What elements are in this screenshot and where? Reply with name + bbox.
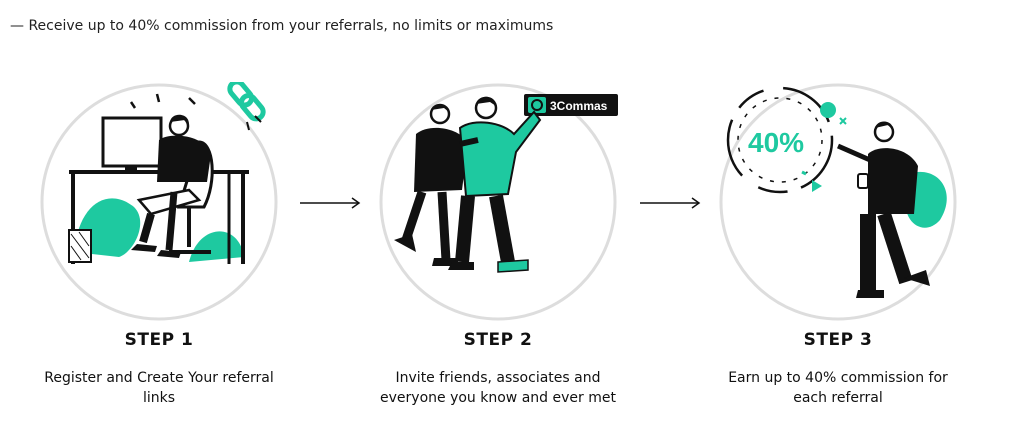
step-2-illustration: 3Commas: [378, 82, 618, 322]
step-3-illustration: 40%: [718, 82, 958, 322]
step-2-description: Invite friends, associates and everyone …: [380, 370, 616, 406]
step-1-description: Register and Create Your referral links: [44, 370, 274, 406]
arrow-right-icon: [300, 197, 361, 209]
step-1-title: STEP 1: [124, 330, 194, 350]
step-3-description: Earn up to 40% commission for each refer…: [728, 370, 948, 406]
step-3-title: STEP 3: [803, 330, 873, 350]
arrow-right-icon: [640, 197, 701, 209]
badge-40-percent: 40%: [748, 127, 804, 158]
step-1-illustration: [39, 82, 279, 322]
tagline: — Receive up to 40% commission from your…: [10, 18, 554, 34]
step-2-title: STEP 2: [463, 330, 533, 350]
badge-3commas: 3Commas: [550, 99, 608, 113]
